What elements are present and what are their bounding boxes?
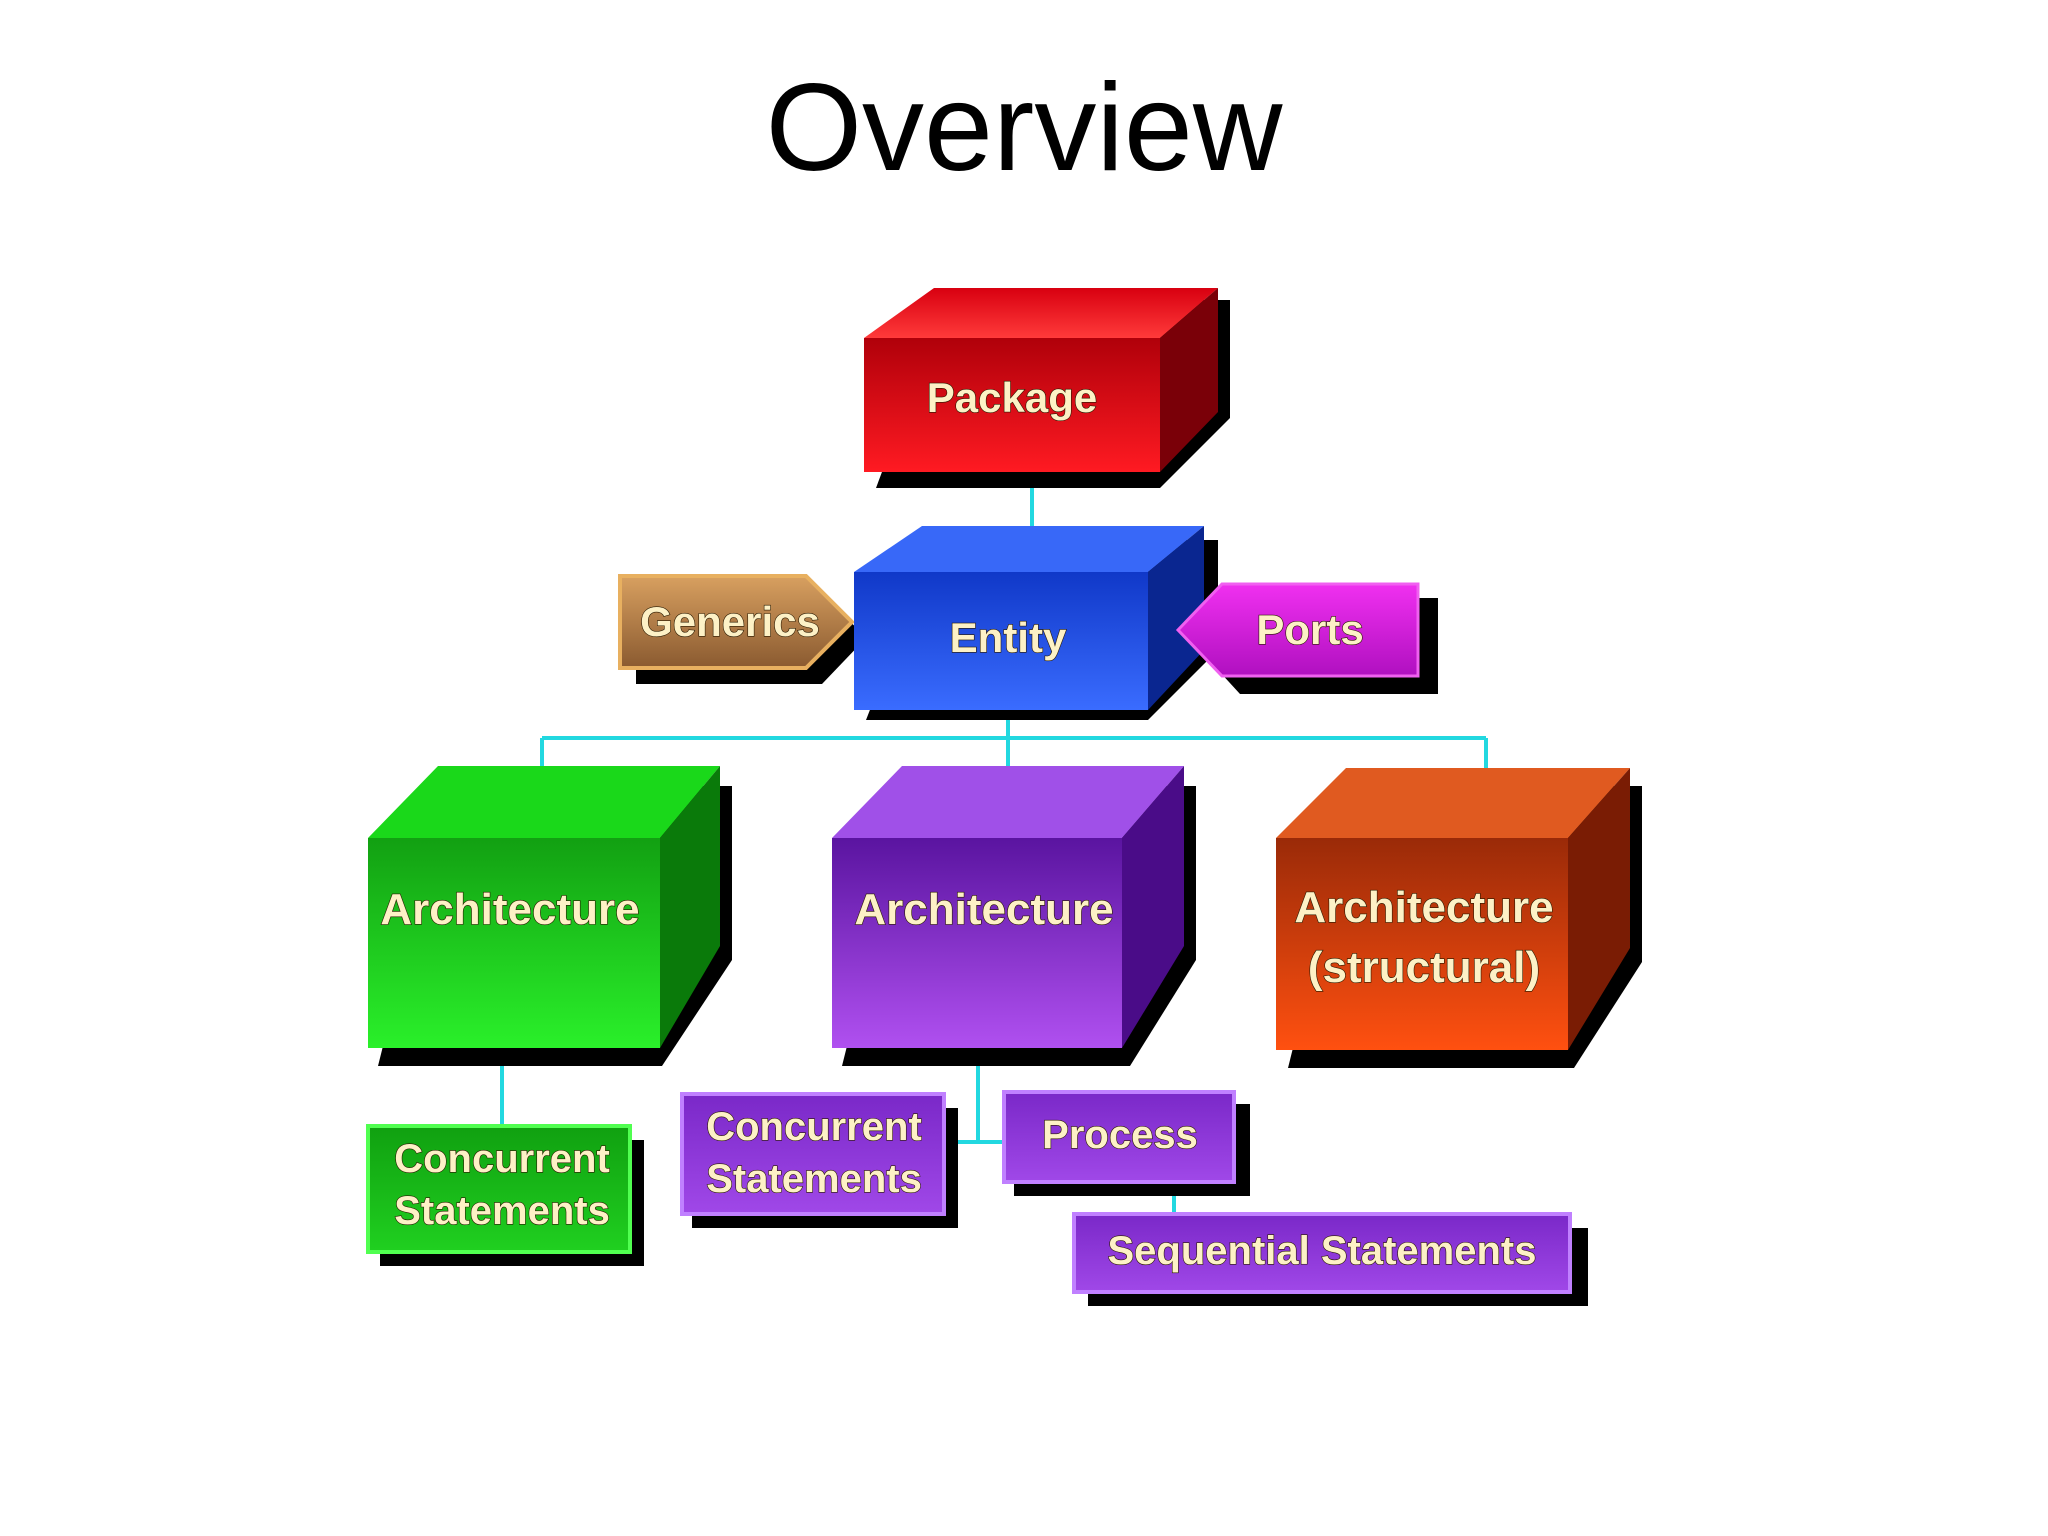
concurrent-left-label-line2: Statements [394,1189,610,1233]
process-label: Process [1042,1113,1198,1157]
concurrent-statements-mid-box[interactable]: Concurrent Statements [680,1092,958,1228]
ports-tag[interactable]: Ports [1175,582,1438,694]
ports-label: Ports [1256,606,1363,653]
architecture-structural-block[interactable]: Architecture (structural) [1276,768,1642,1068]
concurrent-statements-left-box[interactable]: Concurrent Statements [366,1124,644,1266]
architecture-structural-label-line1: Architecture [1294,883,1553,932]
architecture-behavioral-label: Architecture [380,885,639,934]
generics-label: Generics [640,598,820,645]
entity-block[interactable]: Entity [854,526,1218,720]
sequential-statements-box[interactable]: Sequential Statements [1072,1212,1588,1306]
sequential-statements-label: Sequential Statements [1107,1229,1536,1273]
architecture-structural-label-line2: (structural) [1308,943,1540,992]
architecture-dataflow-block[interactable]: Architecture [832,766,1196,1066]
generics-tag[interactable]: Generics [618,574,866,684]
page-title: Overview [765,59,1283,197]
concurrent-left-label-line1: Concurrent [394,1137,610,1181]
entity-label: Entity [950,614,1067,661]
architecture-dataflow-label: Architecture [854,885,1113,934]
package-label: Package [927,374,1097,421]
concurrent-mid-label-line1: Concurrent [706,1105,922,1149]
concurrent-mid-label-line2: Statements [706,1157,922,1201]
architecture-behavioral-block[interactable]: Architecture [368,766,732,1066]
package-block[interactable]: Package [864,288,1230,488]
process-box[interactable]: Process [1002,1090,1250,1196]
